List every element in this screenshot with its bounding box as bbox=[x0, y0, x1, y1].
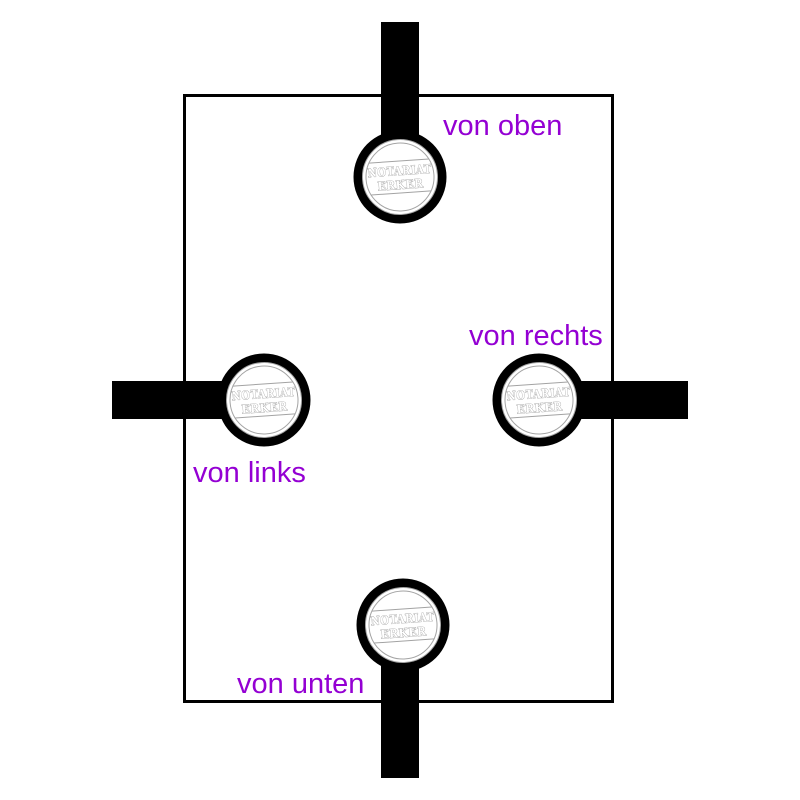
seal-face bbox=[365, 587, 441, 663]
seal-text-line2: ERKER bbox=[241, 399, 288, 416]
label-von-oben: von oben bbox=[443, 110, 563, 142]
seal-band-line-top bbox=[371, 606, 432, 612]
seal-text-line2: ERKER bbox=[380, 624, 427, 641]
seal-face bbox=[226, 362, 302, 438]
seal-text-line1: NOTARIAT bbox=[367, 162, 432, 180]
seal-text-line1: NOTARIAT bbox=[370, 610, 435, 628]
label-von-unten: von unten bbox=[237, 668, 365, 700]
seal-inner-circle bbox=[504, 365, 574, 435]
seal-text-line1: NOTARIAT bbox=[506, 385, 571, 403]
seal-inner-circle bbox=[365, 142, 435, 212]
seal-face bbox=[501, 362, 577, 438]
seal-inner-circle bbox=[368, 590, 438, 660]
seal-band-line-top bbox=[232, 381, 293, 387]
seal-band-line-bottom bbox=[371, 190, 432, 196]
notary-seal-right: NOTARIAT ERKER bbox=[492, 353, 586, 447]
seal-text-line1: NOTARIAT bbox=[231, 385, 296, 403]
notary-seal-bottom: NOTARIAT ERKER bbox=[356, 578, 450, 672]
seal-band-line-bottom bbox=[510, 413, 571, 419]
seal-band-line-top bbox=[507, 381, 568, 387]
seal-text-line2: ERKER bbox=[377, 176, 424, 193]
notary-seal-top: NOTARIAT ERKER bbox=[353, 130, 447, 224]
label-von-links: von links bbox=[193, 457, 306, 489]
seal-text-line2: ERKER bbox=[516, 399, 563, 416]
seal-band-line-bottom bbox=[235, 413, 296, 419]
seal-band-line-top bbox=[368, 158, 429, 164]
seal-inner-circle bbox=[229, 365, 299, 435]
seal-face bbox=[362, 139, 438, 215]
seal-band-line-bottom bbox=[374, 638, 435, 644]
notary-seal-left: NOTARIAT ERKER bbox=[217, 353, 311, 447]
label-von-rechts: von rechts bbox=[469, 320, 603, 352]
